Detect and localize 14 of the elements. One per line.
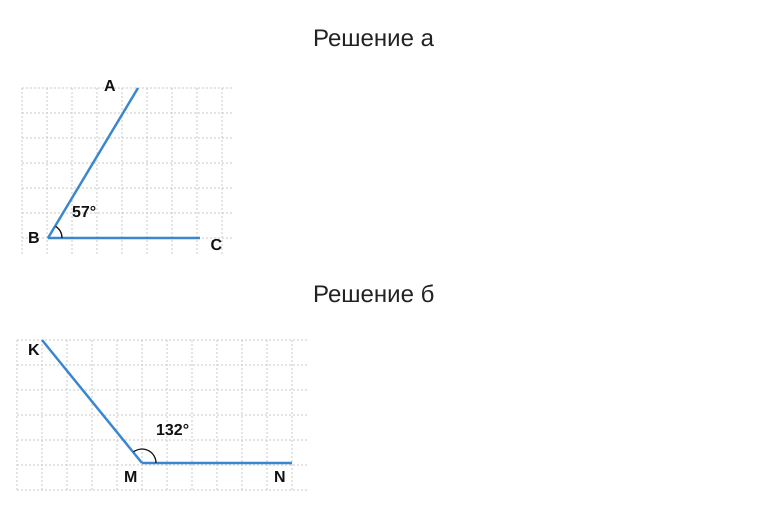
ray-line [46,87,140,239]
point-label: N [274,469,286,487]
angle-value: 57° [72,204,96,222]
angle-value: 132° [156,422,190,440]
point-label: K [28,342,40,360]
point-label: A [104,78,116,96]
ray-line [48,236,200,240]
heading: Решение а [313,25,434,53]
point-label: M [124,469,138,487]
ray-line [142,462,292,464]
ray-line [41,339,143,464]
point-label: C [210,237,222,255]
heading: Решение б [313,281,434,309]
point-label: B [28,230,40,248]
